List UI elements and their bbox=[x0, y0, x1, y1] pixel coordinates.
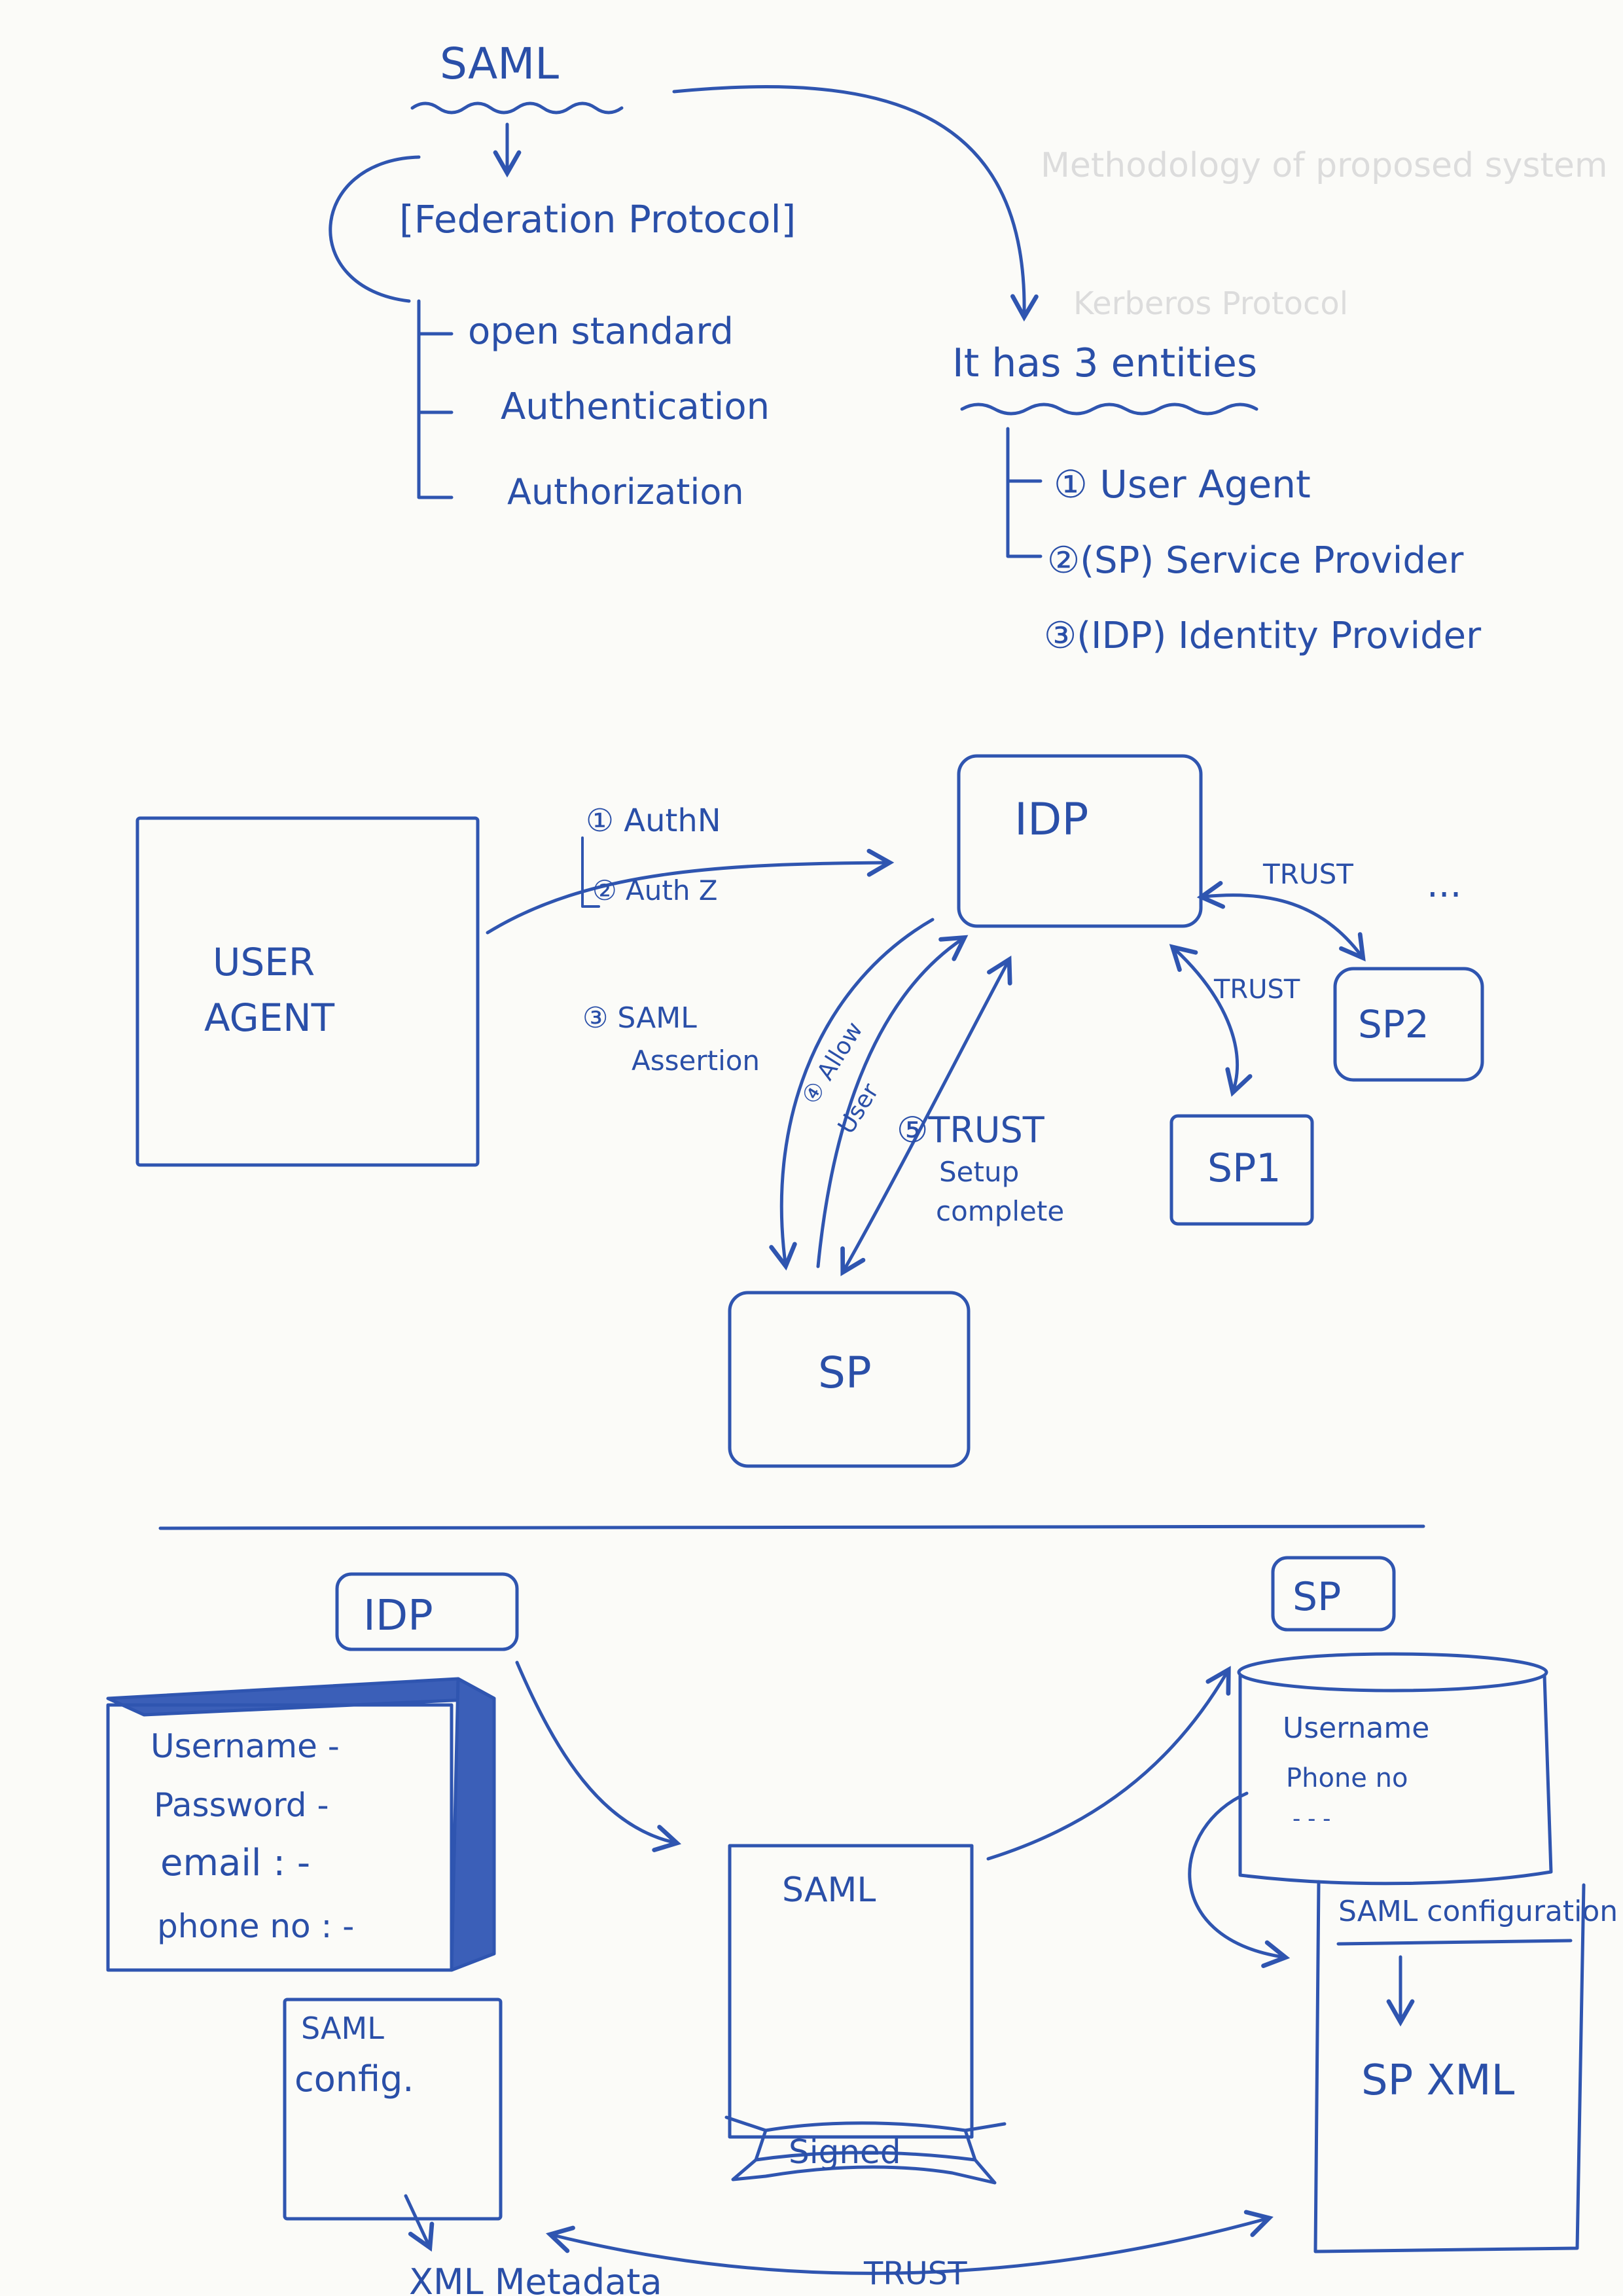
idp-store-password: Password - bbox=[154, 1786, 329, 1824]
properties-bracket bbox=[417, 299, 454, 499]
step-allow-user-2: User bbox=[833, 1079, 884, 1138]
idp-label-box bbox=[335, 1572, 519, 1651]
idp-store-username: Username - bbox=[151, 1727, 340, 1765]
sp-config-underline bbox=[1336, 1939, 1573, 1946]
sp-label: SP bbox=[818, 1348, 872, 1398]
idp-store-top bbox=[106, 1677, 496, 1717]
user-agent-label-1: USER bbox=[213, 940, 315, 984]
idp-to-sp-arrow bbox=[769, 918, 935, 1271]
saml-title-underline bbox=[410, 101, 624, 115]
idp-label: IDP bbox=[1014, 794, 1088, 846]
sp-store-more: - - - bbox=[1293, 1806, 1330, 1832]
sp-store-cylinder-top bbox=[1237, 1652, 1548, 1693]
saml-doc-label: SAML bbox=[782, 1871, 876, 1910]
bleed-through-1: Methodology of proposed system bbox=[1041, 146, 1608, 185]
step-authz: ② Auth Z bbox=[592, 874, 718, 906]
step-authn: ① AuthN bbox=[586, 802, 721, 839]
property-authentication: Authentication bbox=[501, 386, 770, 428]
signed-ribbon bbox=[724, 2115, 1007, 2185]
idp-store-box bbox=[106, 1703, 454, 1972]
sp-config-box bbox=[1313, 1880, 1586, 2253]
idp-store-phone: phone no : - bbox=[157, 1907, 354, 1945]
property-authorization: Authorization bbox=[507, 471, 744, 512]
entity-service-provider: ②(SP) Service Provider bbox=[1047, 539, 1464, 582]
protocol-loop bbox=[329, 155, 421, 303]
sp2-label: SP2 bbox=[1358, 1002, 1429, 1047]
step-saml-assertion-2: Assertion bbox=[632, 1045, 760, 1077]
trust-bottom-arrow bbox=[546, 2210, 1274, 2275]
property-open-standard: open standard bbox=[468, 310, 734, 353]
entities-heading: It has 3 entities bbox=[952, 340, 1257, 386]
entity-identity-provider: ③(IDP) Identity Provider bbox=[1044, 615, 1482, 657]
saml-title: SAML bbox=[440, 39, 559, 89]
federation-protocol: [Federation Protocol] bbox=[399, 197, 796, 242]
idp-store-side bbox=[450, 1677, 496, 1972]
sp-config-label: SAML configuration bbox=[1338, 1895, 1618, 1928]
entities-bracket bbox=[1006, 427, 1043, 558]
sp-store-to-config-arrow bbox=[1188, 1791, 1291, 1968]
xml-metadata: XML Metadata bbox=[409, 2261, 662, 2296]
trust-idp-sp1-arrow bbox=[1169, 944, 1253, 1097]
auth-bracket bbox=[581, 836, 600, 908]
user-agent-to-idp-arrow bbox=[486, 848, 895, 935]
user-agent-label-2: AGENT bbox=[204, 996, 335, 1040]
trust-sp1-label: TRUST bbox=[1213, 975, 1300, 1005]
idp-store-email: email : - bbox=[160, 1842, 310, 1884]
sp-store-cylinder bbox=[1238, 1674, 1553, 1886]
idp-config-label-1: SAML bbox=[301, 2011, 384, 2046]
idp-config-label-2: config. bbox=[294, 2058, 414, 2100]
step-saml-assertion-1: ③ SAML bbox=[582, 1001, 697, 1035]
sp-store-phone: Phone no bbox=[1286, 1763, 1408, 1793]
idp-to-saml-arrow bbox=[515, 1660, 682, 1852]
entity-user-agent: ① User Agent bbox=[1054, 462, 1311, 507]
trust-idp-sp2-arrow bbox=[1196, 881, 1366, 962]
idp-box bbox=[957, 754, 1203, 928]
saml-to-sp-arrow bbox=[986, 1666, 1231, 1861]
sp-label-3: SP bbox=[1293, 1574, 1341, 1620]
step-trust-complete: complete bbox=[936, 1195, 1064, 1227]
entities-heading-underline bbox=[960, 403, 1258, 416]
saml-to-entities-arrow bbox=[672, 85, 1039, 322]
trust-idp-sp-arrow bbox=[840, 956, 1012, 1276]
more-sps-ellipsis: ... bbox=[1427, 863, 1461, 906]
step-trust: ⑤TRUST bbox=[897, 1109, 1045, 1151]
trust-sp2-label: TRUST bbox=[1262, 858, 1353, 890]
user-agent-box bbox=[135, 816, 480, 1167]
sp-box bbox=[728, 1291, 971, 1468]
section-divider bbox=[158, 1524, 1425, 1530]
sp-label-box bbox=[1271, 1556, 1396, 1632]
sp1-box bbox=[1169, 1114, 1314, 1226]
sp-store-username: Username bbox=[1283, 1712, 1429, 1745]
idp-config-box bbox=[283, 1998, 503, 2221]
idp-label-3: IDP bbox=[363, 1592, 433, 1640]
sp1-label: SP1 bbox=[1207, 1145, 1281, 1191]
signed-label: Signed bbox=[789, 2133, 901, 2171]
sp2-box bbox=[1333, 967, 1484, 1082]
sp-xml-label: SP XML bbox=[1361, 2056, 1515, 2105]
idp-config-down-arrow bbox=[404, 2194, 435, 2252]
trust-bottom-label: TRUST bbox=[863, 2255, 967, 2292]
bleed-through-2: Kerberos Protocol bbox=[1073, 285, 1348, 322]
saml-doc-box bbox=[728, 1844, 974, 2139]
step-trust-setup: Setup bbox=[939, 1156, 1019, 1188]
